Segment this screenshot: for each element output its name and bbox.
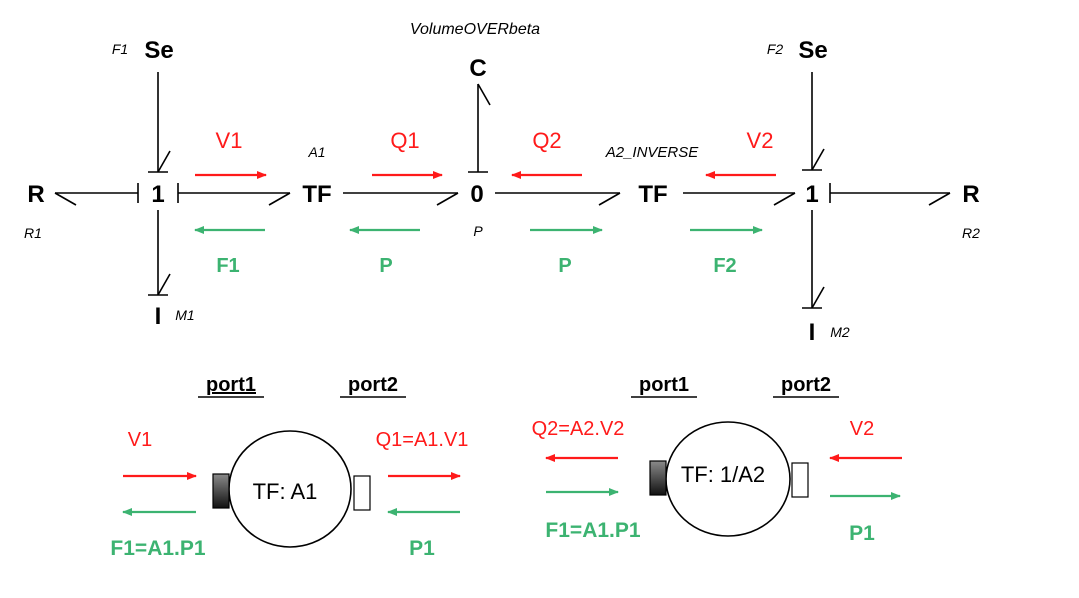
left-effort-source: Se — [144, 37, 173, 64]
effort-labels: F1 P P F2 — [216, 255, 736, 277]
bond-graph — [54, 72, 951, 309]
tf-a2-port1-label: port1 — [639, 374, 689, 396]
flow-label-v1: V1 — [216, 128, 243, 153]
zero-junction-name: P — [473, 223, 483, 239]
tf-a1-in-effort-label: F1=A1.P1 — [110, 537, 205, 560]
tf-a2-port1 — [649, 460, 667, 496]
tf-a2-label: TF: 1/A2 — [681, 462, 765, 487]
tf-a2-port2 — [791, 462, 809, 498]
effort-label-f2: F2 — [713, 255, 736, 277]
tf-a2-out-flow-label: Q2=A2.V2 — [532, 418, 625, 440]
tf-a2-port2-label: port2 — [781, 374, 831, 396]
left-inertia-name: M1 — [175, 307, 194, 323]
right-source-param: F2 — [767, 41, 784, 57]
right-inertia-name: M2 — [830, 324, 850, 340]
right-inertia: I — [809, 319, 816, 346]
left-source-param: F1 — [112, 41, 128, 57]
bond-se-to-one-left — [148, 72, 171, 173]
tf-a1-out-effort-label: P1 — [409, 537, 435, 560]
effort-label-p-left: P — [379, 255, 392, 277]
bond-one-to-r-right — [829, 183, 951, 206]
right-transformer-name: A2_INVERSE — [605, 144, 700, 161]
flow-labels: V1 Q1 Q2 V2 — [216, 128, 774, 153]
capacitor-parameter: VolumeOVERbeta — [410, 21, 540, 38]
left-resistor-r: R — [27, 181, 44, 208]
bond-tf-to-zero — [343, 192, 459, 206]
bond-graph-nodes: VolumeOVERbeta C F1 Se F2 Se R R1 R R2 1… — [24, 21, 980, 346]
bond-one-to-tf-left — [177, 183, 291, 206]
tf-a1-detail: port1 port2 TF: A1 V1 F1=A1.P1 Q1=A1.V1 … — [110, 374, 468, 560]
left-transformer: TF — [302, 181, 331, 208]
right-resistor-r: R — [962, 181, 979, 208]
right-resistor-name: R2 — [962, 225, 980, 241]
bond-zero-to-c — [468, 83, 491, 173]
flow-label-q2: Q2 — [532, 128, 561, 153]
tf-a2-detail: port1 port2 TF: 1/A2 Q2=A2.V2 F1=A1.P1 V… — [532, 374, 902, 545]
left-transformer-name: A1 — [307, 144, 325, 160]
tf-a1-port1-label: port1 — [206, 374, 256, 396]
bond-se-to-one-right — [802, 72, 825, 171]
tf-a2-in-flow-label: V2 — [850, 418, 874, 440]
tf-a1-in-flow-label: V1 — [128, 429, 152, 451]
tf-a2-in-effort-label: P1 — [849, 522, 875, 545]
tf-a1-out-flow-label: Q1=A1.V1 — [376, 429, 469, 451]
capacitor-c: C — [469, 55, 486, 82]
bond-tf-to-one-right — [683, 192, 796, 206]
right-effort-source: Se — [798, 37, 827, 64]
right-transformer: TF — [638, 181, 667, 208]
tf-a2-out-effort-label: F1=A1.P1 — [545, 519, 640, 542]
tf-a1-port1 — [212, 473, 230, 509]
left-one-junction: 1 — [151, 181, 164, 208]
bond-one-to-i-left — [148, 210, 171, 296]
bond-zero-to-tf-right — [495, 192, 621, 206]
tf-a1-port2 — [353, 475, 371, 511]
bond-one-to-i-right — [802, 210, 825, 309]
tf-a1-label: TF: A1 — [253, 479, 318, 504]
effort-label-f1: F1 — [216, 255, 239, 277]
left-resistor-name: R1 — [24, 225, 42, 241]
zero-junction: 0 — [470, 181, 483, 208]
bond-left-r — [54, 183, 139, 206]
flow-label-q1: Q1 — [390, 128, 419, 153]
flow-label-v2: V2 — [747, 128, 774, 153]
left-inertia: I — [155, 303, 162, 330]
tf-a1-port2-label: port2 — [348, 374, 398, 396]
right-one-junction: 1 — [805, 181, 818, 208]
effort-label-p-right: P — [558, 255, 571, 277]
